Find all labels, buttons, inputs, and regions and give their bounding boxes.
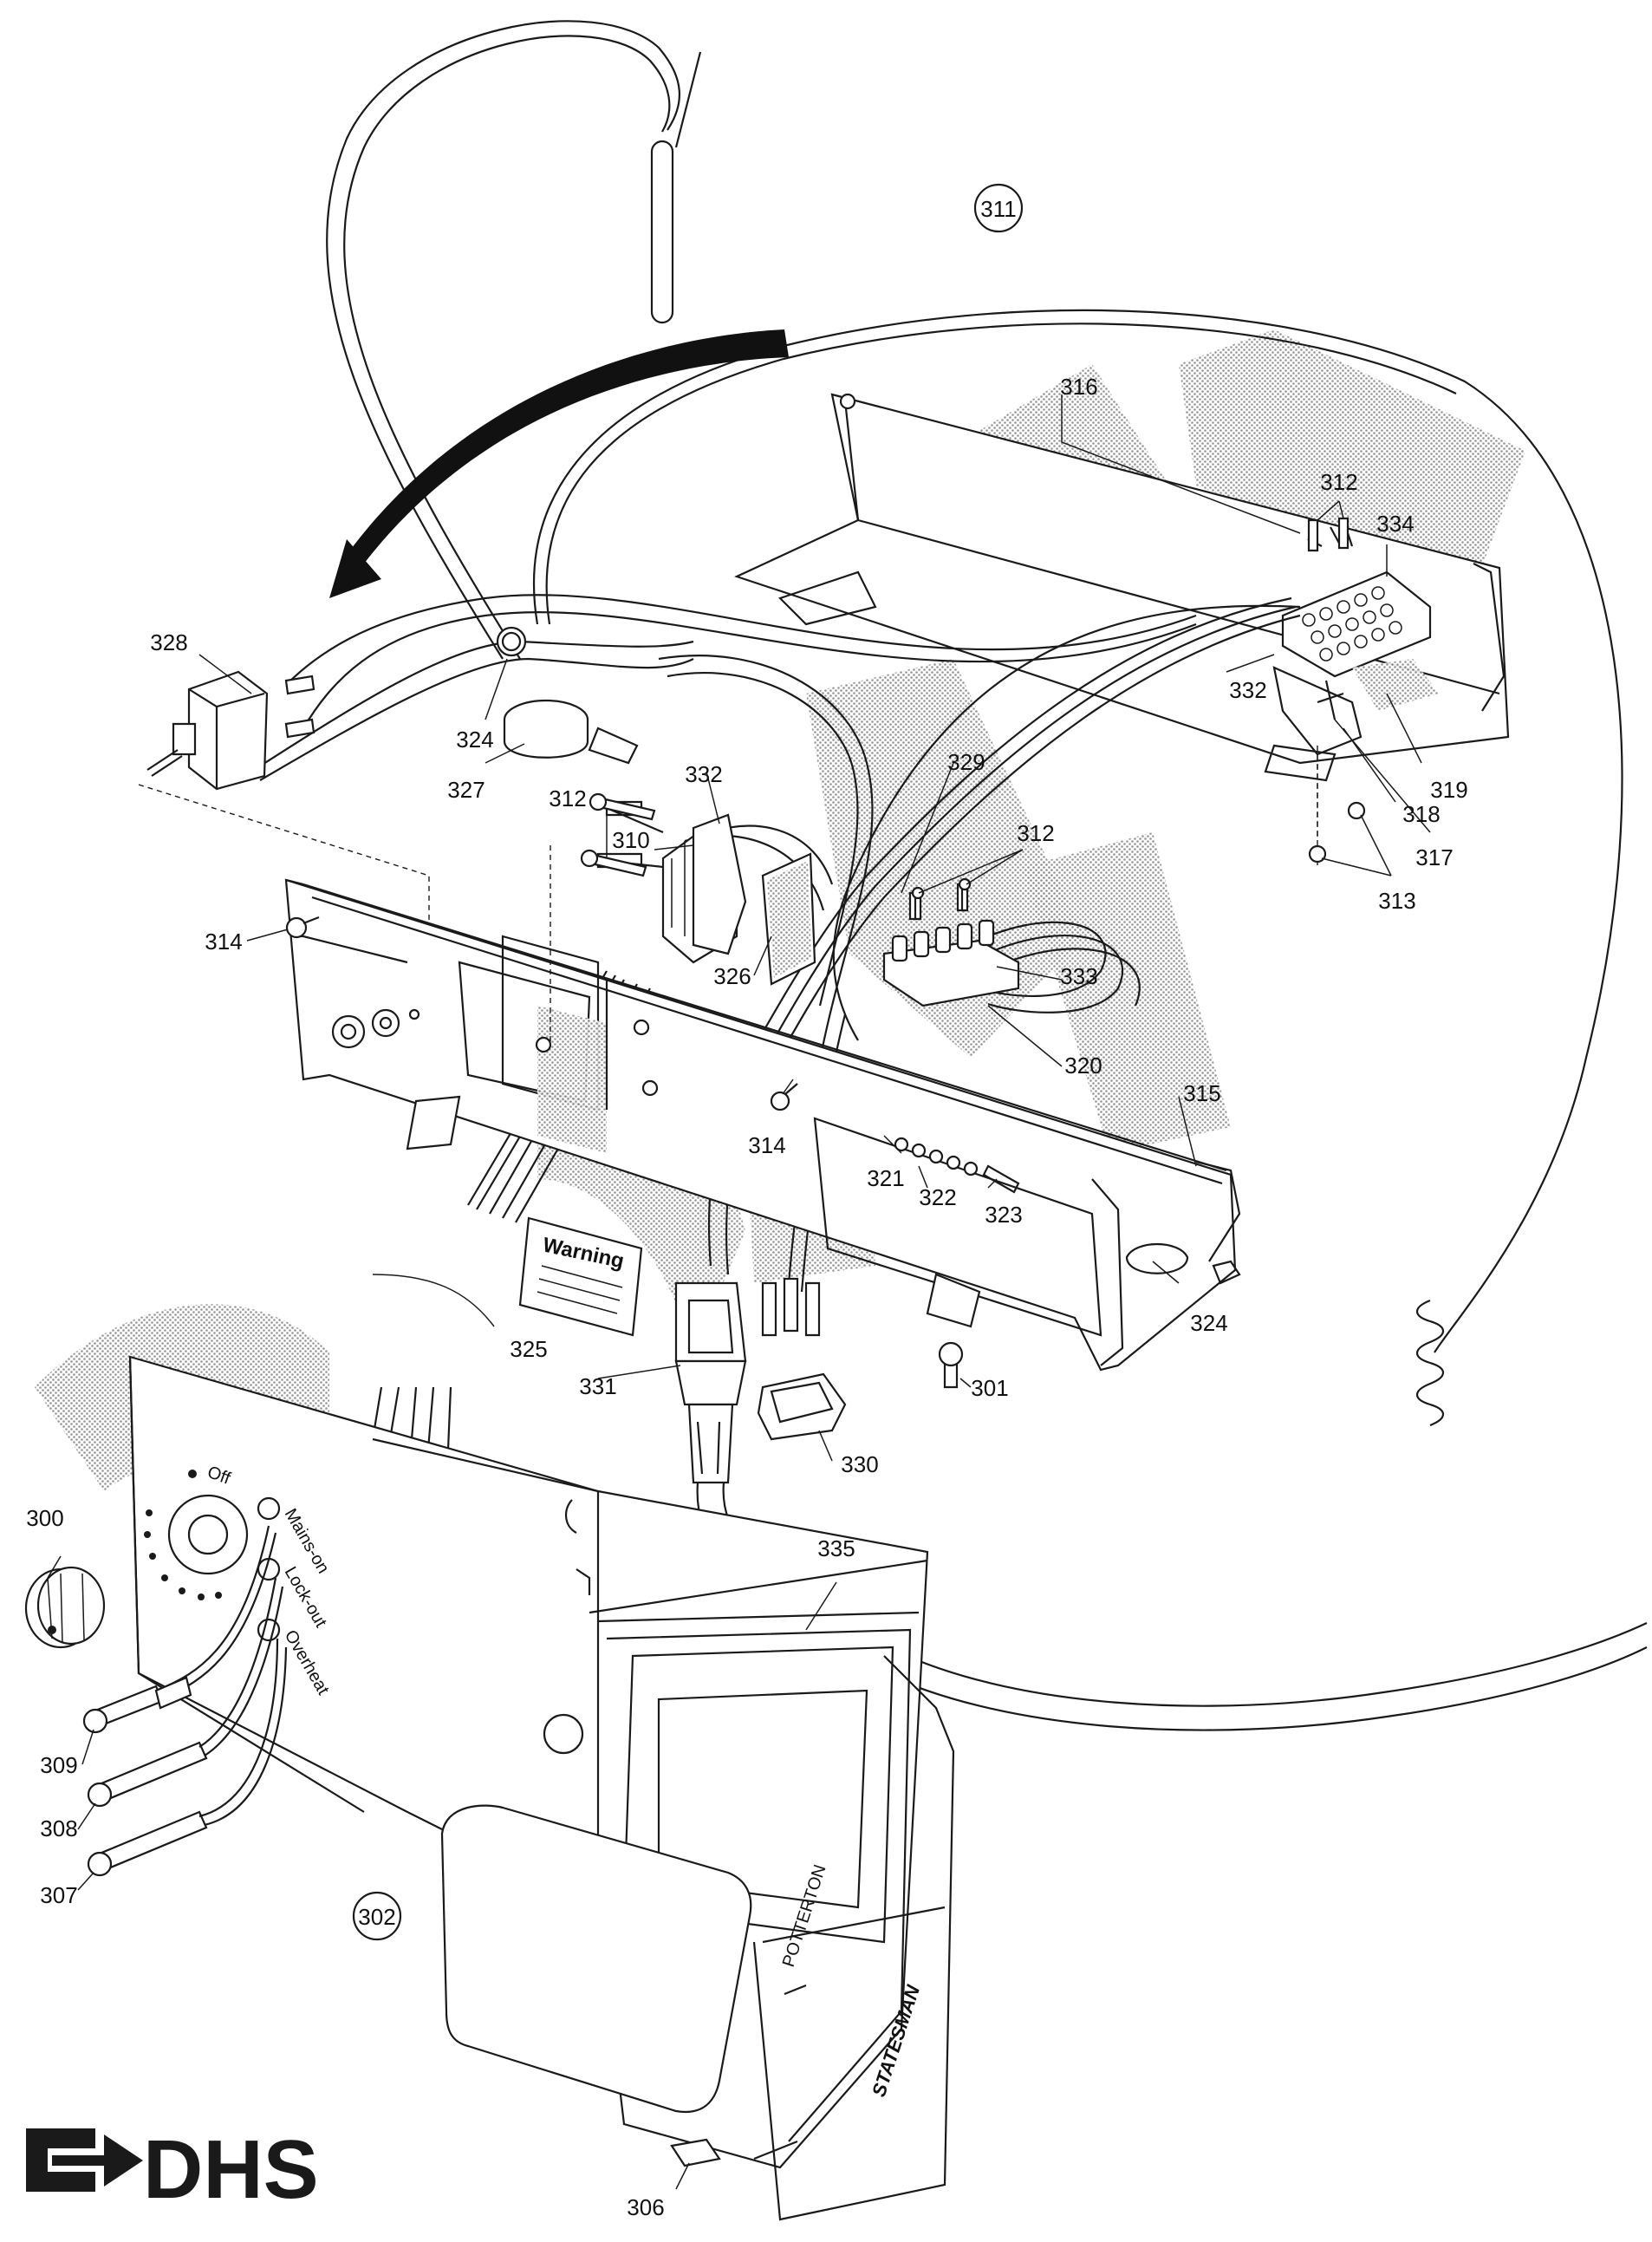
part-label-312-top: 312 bbox=[1320, 469, 1357, 495]
knob-300 bbox=[24, 1566, 106, 1649]
part-label-310: 310 bbox=[612, 827, 649, 853]
part-label-315: 315 bbox=[1183, 1080, 1220, 1106]
part-label-332-top: 332 bbox=[1229, 677, 1266, 703]
grommet-324 bbox=[501, 631, 522, 652]
part-label-302: 302 bbox=[358, 1904, 395, 1930]
part-label-314-mid: 314 bbox=[748, 1132, 785, 1158]
part-label-329: 329 bbox=[947, 749, 985, 775]
part-label-300: 300 bbox=[26, 1505, 63, 1531]
part-label-334: 334 bbox=[1376, 511, 1414, 537]
part-label-301: 301 bbox=[971, 1375, 1008, 1401]
part-label-335: 335 bbox=[817, 1535, 855, 1561]
part-label-306: 306 bbox=[627, 2194, 664, 2220]
part-label-328: 328 bbox=[150, 629, 187, 655]
part-label-317: 317 bbox=[1415, 844, 1453, 870]
part-label-319: 319 bbox=[1430, 777, 1467, 803]
part-label-312-right: 312 bbox=[1017, 820, 1054, 846]
terminal-block-333 bbox=[882, 883, 1020, 1007]
part-label-312-left: 312 bbox=[549, 785, 586, 811]
part-label-331: 331 bbox=[579, 1373, 616, 1399]
main-chassis-315 bbox=[284, 845, 1241, 1372]
warning-label-325: Warning bbox=[372, 1216, 643, 1337]
part-label-326: 326 bbox=[713, 963, 751, 989]
dhs-logo: DHS bbox=[16, 2098, 380, 2224]
part-label-307: 307 bbox=[40, 1882, 77, 1908]
part-label-320: 320 bbox=[1064, 1053, 1102, 1079]
circled-labels bbox=[352, 183, 1024, 1941]
part-label-308: 308 bbox=[40, 1815, 77, 1841]
part-label-324-right: 324 bbox=[1190, 1310, 1227, 1336]
leader-lines bbox=[47, 394, 1431, 2190]
part-label-309: 309 bbox=[40, 1752, 77, 1778]
connector-310-332 bbox=[596, 800, 747, 964]
part-label-311: 311 bbox=[980, 196, 1016, 222]
part-label-332-mid: 332 bbox=[685, 761, 722, 787]
plate-326 bbox=[761, 852, 816, 986]
screws bbox=[285, 517, 1350, 1389]
part-label-333: 333 bbox=[1060, 963, 1097, 989]
part-label-323: 323 bbox=[985, 1202, 1022, 1228]
part-label-321: 321 bbox=[867, 1165, 904, 1191]
indicator-lamps bbox=[82, 1525, 288, 1877]
clip-306 bbox=[670, 2138, 721, 2167]
part-labels: 311 316 312 334 332 319 318 317 313 328 … bbox=[26, 196, 1467, 2220]
fold-arrow bbox=[329, 329, 789, 598]
part-label-316: 316 bbox=[1060, 374, 1097, 400]
part-label-322: 322 bbox=[919, 1184, 956, 1210]
switch-330 bbox=[757, 1277, 847, 1441]
pressure-switch-327 bbox=[496, 626, 639, 765]
part-label-324-top: 324 bbox=[456, 727, 493, 753]
part-label-327: 327 bbox=[447, 777, 485, 803]
part-label-318: 318 bbox=[1402, 801, 1440, 827]
part-label-314-left: 314 bbox=[205, 929, 242, 955]
dhs-logo-text: DHS bbox=[143, 2123, 319, 2216]
part-label-313: 313 bbox=[1378, 888, 1415, 914]
terminal-block-334 bbox=[1272, 525, 1439, 864]
part-label-330: 330 bbox=[841, 1451, 878, 1477]
part-label-325: 325 bbox=[510, 1336, 547, 1362]
plug-connector-331 bbox=[674, 1281, 747, 1484]
